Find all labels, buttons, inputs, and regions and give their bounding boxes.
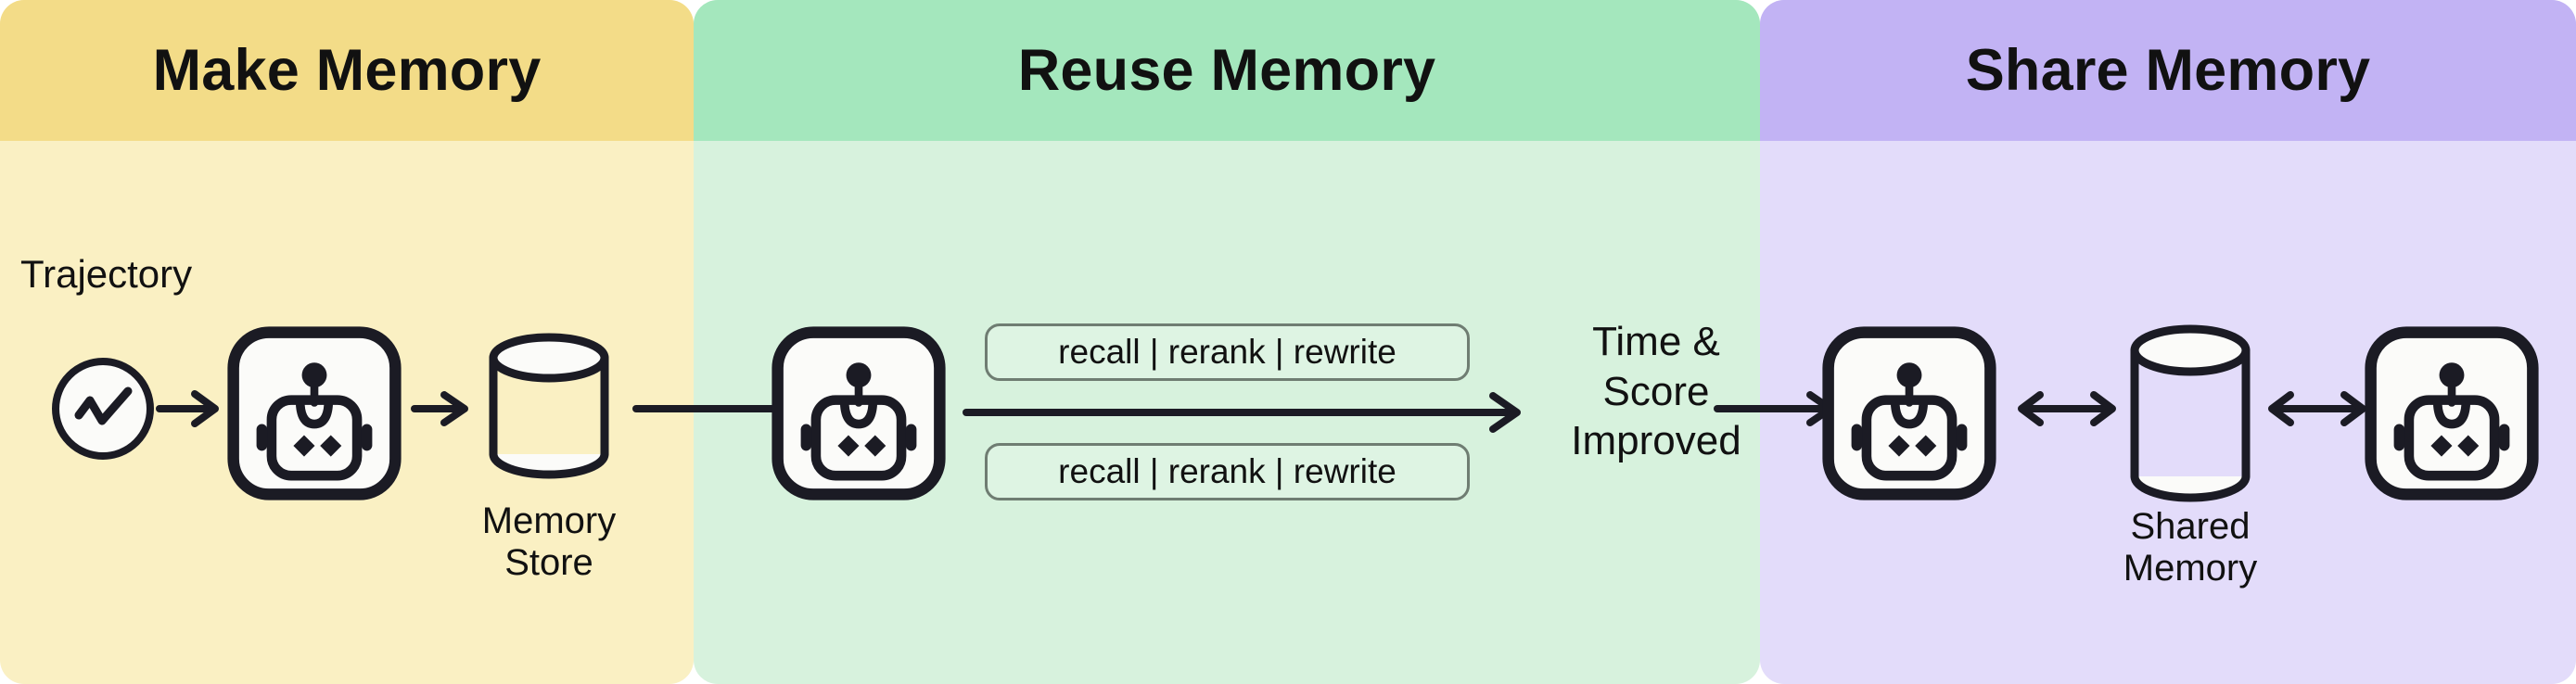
trajectory-label: Trajectory [20,252,193,296]
arrow-bidirectional-left [2016,384,2118,434]
shared-memory-label: Shared Memory [2123,506,2258,589]
band-reuse-memory: Reuse Memory [694,0,1760,684]
trajectory-icon [48,354,158,463]
memory-store-icon [480,332,618,480]
band-share-title: Share Memory [1965,37,2371,103]
band-make-header: Make Memory [0,0,694,141]
outcome-label: Time & Score Improved [1571,319,1741,464]
arrow-agent-to-store [411,384,470,434]
agent-robot-icon-share-right [2363,324,2541,502]
arrow-reuse-flow [963,387,1523,437]
memory-store-label: Memory Store [481,500,617,583]
memory-ops-pill-top[interactable]: recall | rerank | rewrite [985,323,1470,381]
agent-robot-icon-make [225,324,403,502]
agent-robot-icon-share-left [1820,324,1998,502]
band-reuse-title: Reuse Memory [1017,37,1436,103]
band-share-header: Share Memory [1760,0,2576,141]
arrow-trajectory-to-agent [156,384,221,434]
memory-ops-pill-bottom[interactable]: recall | rerank | rewrite [985,443,1470,500]
agent-robot-icon-reuse [770,324,948,502]
band-make-title: Make Memory [152,37,542,103]
shared-memory-icon [2122,323,2259,506]
band-reuse-header: Reuse Memory [694,0,1760,141]
arrow-bidirectional-right [2266,384,2368,434]
